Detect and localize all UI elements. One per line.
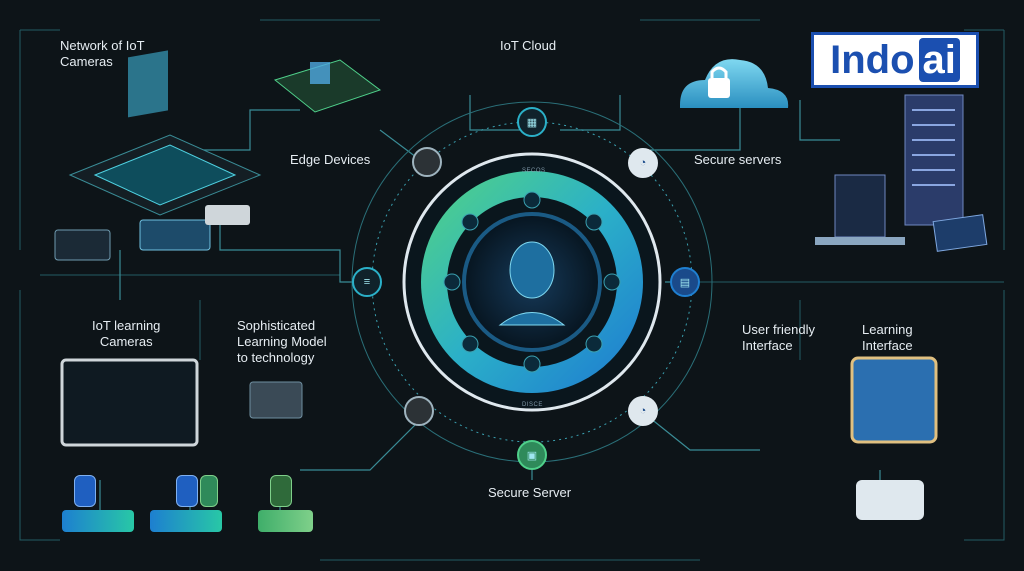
chat-bubble-icon[interactable]: ◔ [628,148,658,178]
label-iot-cloud: IoT Cloud [500,38,557,53]
interface-screens [60,356,938,520]
label-secure-servers: Secure servers [694,152,782,167]
label-user-friendly: User friendly Interface [742,322,815,353]
camera-device-4 [270,475,292,507]
user-avatar-icon[interactable] [412,147,442,177]
face-hologram [498,241,566,326]
server-rack-graphic [815,94,988,252]
device-chip-1 [62,510,134,532]
cpu-icon[interactable]: ▦ [517,107,547,137]
device-chip-2 [150,510,222,532]
ring-bottom-text: DISCE [522,402,543,408]
device-chip-3 [258,510,313,532]
iot-platform-graphic [54,50,382,261]
server-icon[interactable]: ▤ [670,267,700,297]
label-iot-learning-cameras: IoT learning Cameras [92,318,161,349]
user-avatar-icon-2[interactable] [404,396,434,426]
logo-text-part2: ai [918,38,960,82]
label-sophisticated-model: Sophisticated Learning Model to technolo… [237,318,327,365]
chat-bubble-icon-2[interactable]: ◔ [628,396,658,426]
camera-device-3 [200,475,218,507]
cloud-icon [680,59,789,108]
camera-device-2 [176,475,198,507]
chip-icon[interactable]: ▣ [517,440,547,470]
label-edge-devices: Edge Devices [290,152,371,167]
camera-device-1 [74,475,96,507]
ring-top-text: SECOS [522,168,546,174]
document-icon[interactable]: ≡ [352,267,382,297]
logo-text-part1: Indo [830,37,915,82]
label-network-cameras: Network of IoT Cameras [60,38,145,69]
label-learning-interface: Learning Interface [862,322,913,353]
label-secure-server: Secure Server [488,485,572,500]
